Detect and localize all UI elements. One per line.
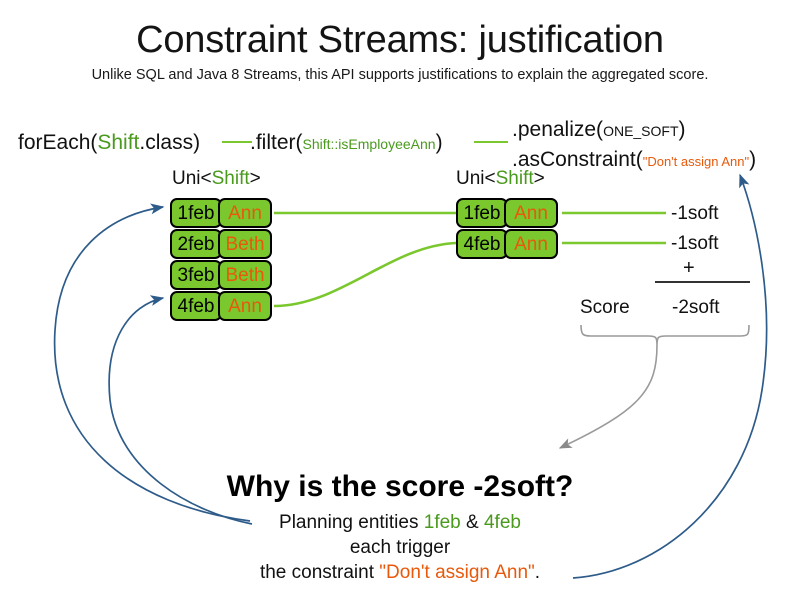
impact-value-2: -1soft [671, 233, 719, 254]
row-key: 2feb [170, 229, 222, 259]
explanation-text: Planning entities 1feb & 4feb each trigg… [0, 510, 800, 585]
score-brace [580, 324, 750, 346]
left-label-suffix: > [249, 168, 261, 189]
table-row: 3feb Beth [170, 260, 272, 290]
explanation-entity-b: 4feb [483, 512, 521, 533]
row-key: 1feb [170, 198, 222, 228]
penalize-row: .penalize(ONE_SOFT) [512, 118, 686, 141]
pipeline-connector-2 [474, 141, 508, 143]
explanation-line-1: Planning entities 1feb & 4feb [0, 510, 800, 535]
pipeline-foreach: forEach(Shift.class) [18, 130, 200, 155]
left-label-type: Shift [211, 168, 250, 189]
penalize-arg: ONE_SOFT [603, 123, 679, 139]
flow-line-4feb [273, 241, 457, 308]
asconstraint-row: .asConstraint("Don't assign Ann") [512, 147, 756, 174]
score-total: -2soft [672, 297, 720, 318]
table-row: 1feb Ann [170, 198, 272, 228]
pipeline-connector-1 [222, 141, 252, 143]
row-key: 4feb [170, 291, 222, 321]
explanation-line-3: the constraint "Don't assign Ann". [0, 560, 800, 585]
sum-rule [655, 281, 750, 283]
row-value: Ann [504, 198, 558, 228]
table-row: 4feb Ann [170, 291, 272, 321]
row-value: Ann [504, 229, 558, 259]
row-value: Ann [218, 291, 272, 321]
filter-ref: Shift::isEmployeeAnn [302, 136, 436, 152]
explanation-ampersand: & [460, 512, 484, 533]
page-subtitle: Unlike SQL and Java 8 Streams, this API … [91, 67, 709, 83]
filter-tail: ) [435, 131, 443, 154]
explanation-line1-prefix: Planning entities [279, 512, 424, 533]
table-row: 2feb Beth [170, 229, 272, 259]
plus-sign: + [683, 257, 695, 279]
row-key: 1feb [456, 198, 508, 228]
asconstraint-name: .asConstraint( [512, 148, 643, 171]
why-heading: Why is the score -2soft? [226, 470, 574, 503]
explanation-line-2: each trigger [349, 537, 451, 558]
page-title: Constraint Streams: justification [136, 19, 664, 61]
right-label-prefix: Uni< [456, 168, 496, 189]
penalize-tail: ) [678, 118, 686, 141]
row-key: 3feb [170, 260, 222, 290]
explanation-line3-prefix: the constraint [259, 562, 380, 583]
explanation-constraint-name: "Don't assign Ann" [379, 562, 535, 583]
pipeline-filter: .filter(Shift::isEmployeeAnn) [250, 130, 443, 157]
impact-value-1: -1soft [671, 203, 719, 224]
left-stream-label: Uni<Shift> [172, 168, 261, 190]
right-label-suffix: > [533, 168, 545, 189]
table-row: 1feb Ann [456, 198, 558, 228]
row-value: Ann [218, 198, 272, 228]
penalize-name: .penalize( [512, 118, 604, 141]
score-label: Score [580, 297, 630, 318]
foreach-name: forEach( [18, 131, 98, 154]
row-key: 4feb [456, 229, 508, 259]
table-row: 4feb Ann [456, 229, 558, 259]
score-explanation-arrow [558, 344, 658, 449]
pipeline-terminal: .penalize(ONE_SOFT) .asConstraint("Don't… [512, 117, 756, 174]
asconstraint-tail: ) [749, 148, 757, 171]
asconstraint-arg: "Don't assign Ann" [642, 154, 750, 169]
explanation-line3-suffix: . [534, 562, 541, 583]
left-stream-table: 1feb Ann 2feb Beth 3feb Beth 4feb Ann [170, 198, 272, 322]
filter-name: .filter( [250, 131, 303, 154]
foreach-type: Shift [97, 131, 140, 154]
left-label-prefix: Uni< [172, 168, 212, 189]
right-stream-label: Uni<Shift> [456, 168, 545, 190]
right-label-type: Shift [495, 168, 534, 189]
foreach-tail: .class) [139, 131, 201, 154]
right-stream-table: 1feb Ann 4feb Ann [456, 198, 558, 260]
row-value: Beth [218, 260, 272, 290]
row-value: Beth [218, 229, 272, 259]
explanation-entity-a: 1feb [423, 512, 461, 533]
